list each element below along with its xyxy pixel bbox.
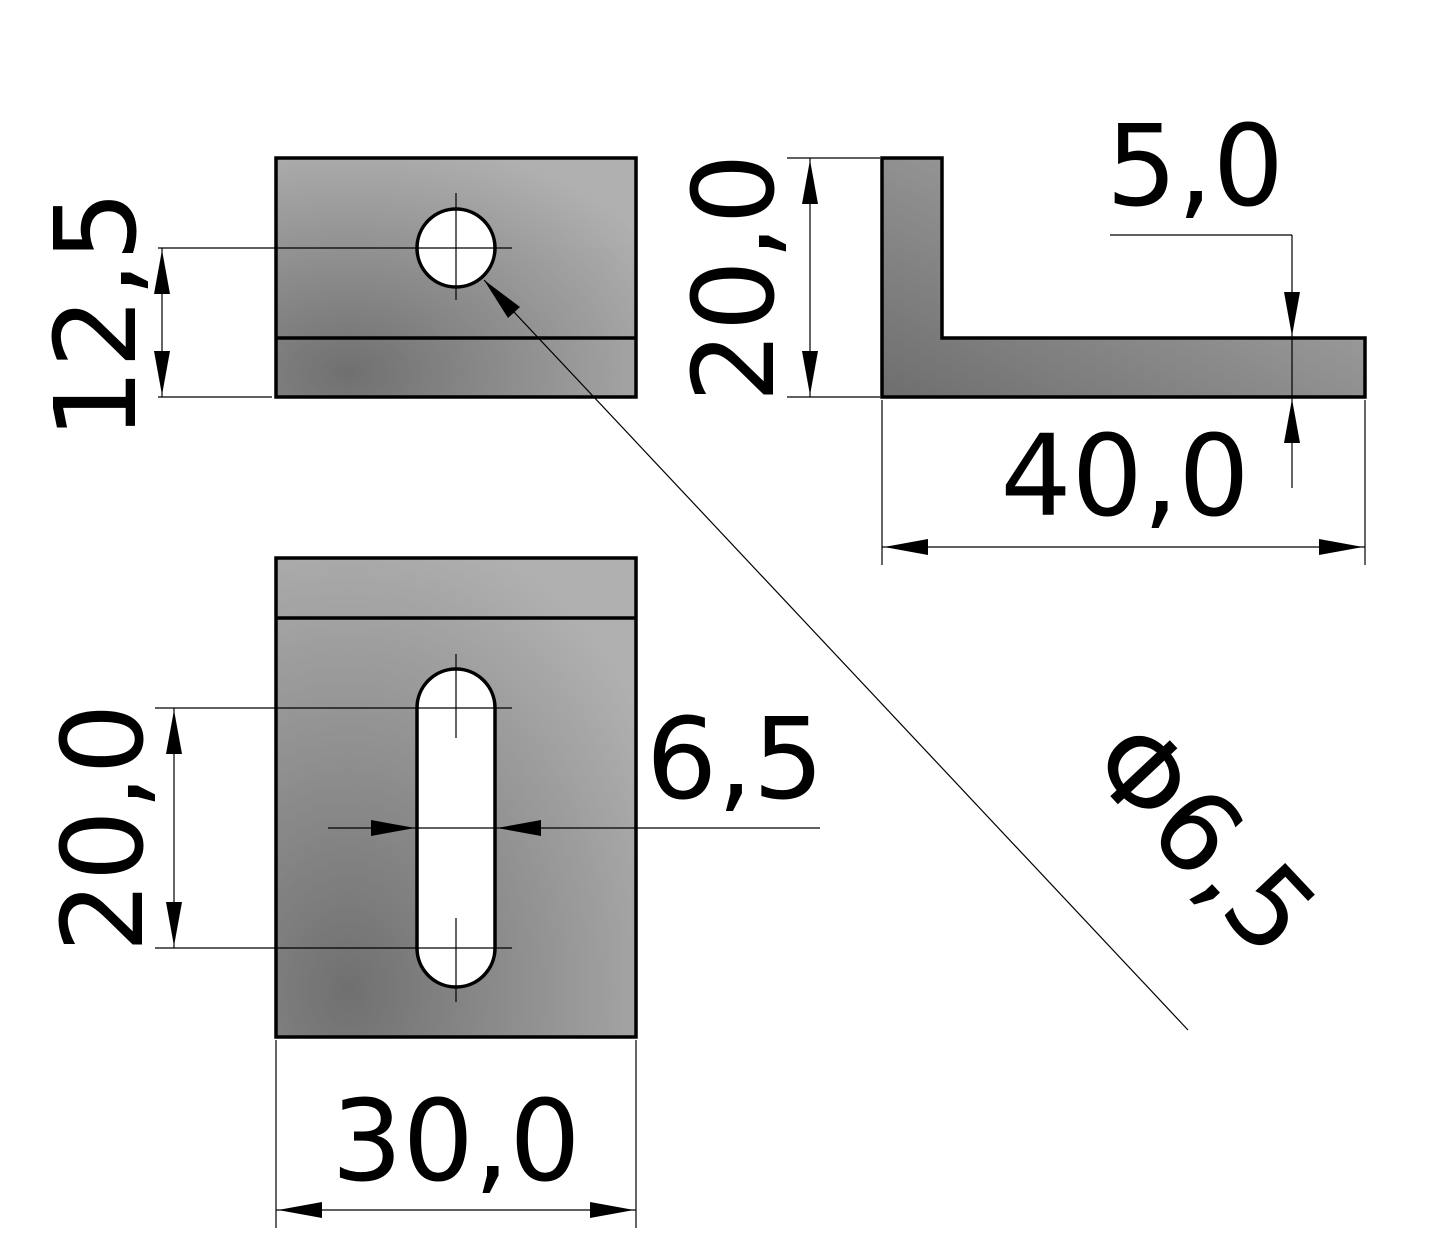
dim-30-0: 30,0 (331, 1077, 580, 1207)
side-view-body (880, 156, 1367, 399)
arrow-icon (1319, 539, 1363, 555)
dim-5-0: 5,0 (1106, 102, 1284, 232)
dim-20-0-height: 20,0 (670, 153, 800, 402)
arrow-icon (1284, 292, 1300, 336)
arrow-icon (590, 1202, 634, 1218)
dim-20-0-slot: 20,0 (39, 703, 169, 952)
arrow-icon (802, 351, 818, 395)
dim-12-5: 12,5 (32, 190, 162, 439)
arrow-icon (154, 250, 170, 294)
arrow-icon (884, 539, 928, 555)
leader-line (483, 279, 1189, 1031)
arrow-icon (371, 820, 415, 836)
arrow-icon (1284, 399, 1300, 443)
arrow-icon (802, 160, 818, 204)
arrow-icon (497, 820, 541, 836)
dim-6-5: 6,5 (646, 695, 824, 825)
arrow-icon (154, 351, 170, 395)
arrow-icon (166, 710, 182, 754)
dim-diameter-6-5: Φ6,5 (1064, 697, 1341, 980)
side-view: 20,0 5,0 40,0 (670, 102, 1367, 565)
arrow-icon (278, 1202, 322, 1218)
bottom-view: 20,0 6,5 30,0 (39, 556, 824, 1228)
arrow-icon (166, 902, 182, 946)
top-view: 12,5 (32, 156, 638, 440)
dim-40-0: 40,0 (1000, 412, 1249, 542)
arrow-icon (484, 280, 520, 318)
